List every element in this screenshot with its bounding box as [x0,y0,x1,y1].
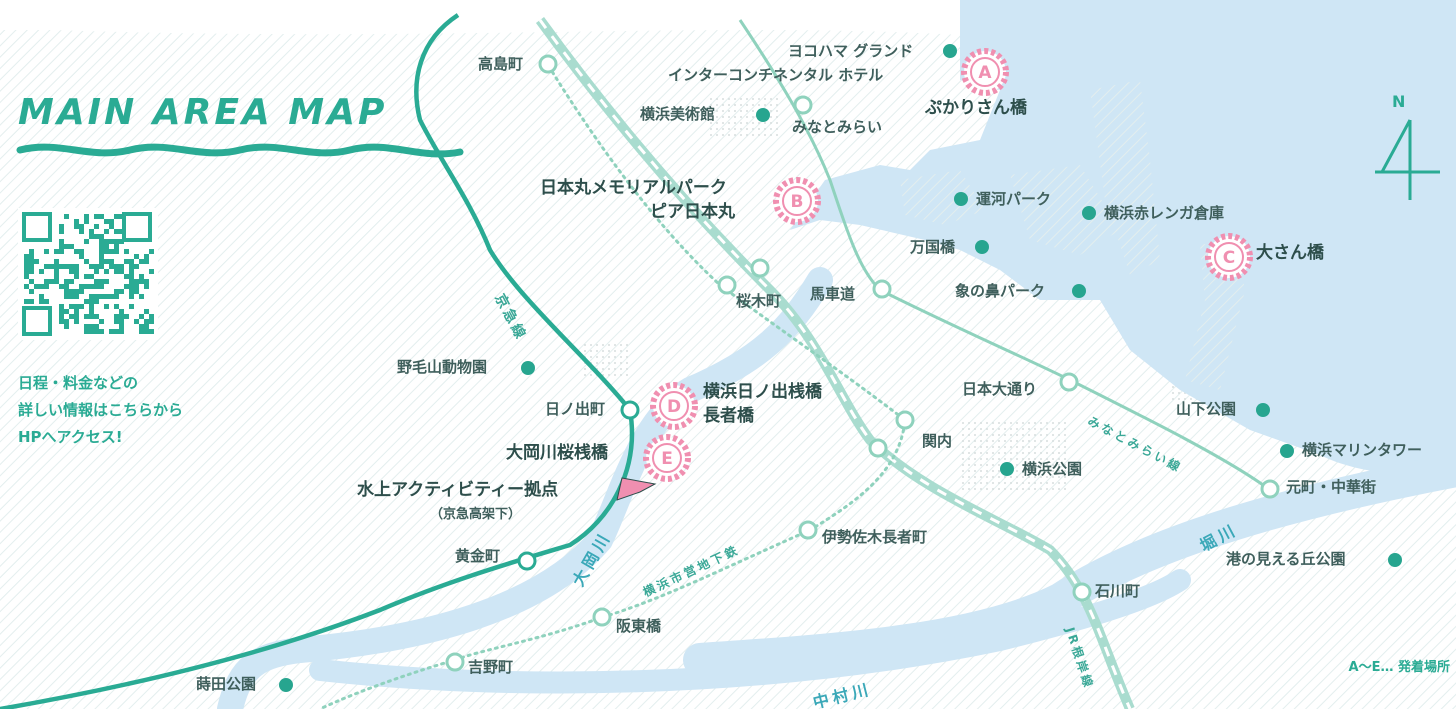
label-koganecho: 黄金町 [455,547,501,565]
pier-a-label: ぷかりさん橋 [925,98,1027,118]
label-isezakichoja: 伊勢佐木長者町 [822,528,928,546]
label-bankokubashi: 万国橋 [910,238,956,256]
station-yoshinocho [445,652,465,672]
label-yamashita-park: 山下公園 [1176,400,1237,418]
label-yokohama-park: 横浜公園 [1022,460,1083,478]
label-bandobashi: 阪東橋 [616,617,662,635]
pier-letter: C [1223,248,1235,268]
river-ooka [217,267,833,709]
station-minatomirai [793,95,813,115]
pier-badges: A B C D E [643,48,1253,482]
poi-dots [279,44,1402,692]
label-marine-tower: 横浜マリンタワー [1302,441,1423,459]
label-minatomirai: みなとみらい [792,118,883,136]
pier-badge-c: C [1205,233,1253,281]
label-minato-mieru: 港の見える丘公園 [1226,550,1346,568]
info-line: 詳しい情報はこちらから [18,401,184,419]
pier-c-label: 大さん橋 [1256,243,1324,263]
subway-line [318,58,907,709]
label-bashamichi: 馬車道 [810,285,856,303]
label-sakuragicho: 桜木町 [736,292,782,310]
pier-letter: B [791,192,804,212]
keikyu-stations [517,400,640,571]
station-nihon-odori [1059,372,1079,392]
station-bashamichi [872,279,892,299]
qr-code [18,208,158,340]
legend: A～E… 発着場所 [1348,660,1450,675]
activity-label: 水上アクティビティー拠点 [357,480,559,500]
pier-badge-e: E [643,434,691,482]
station-markers [445,54,1280,672]
pier-land [900,80,1245,390]
activity-sub-label: （京急高架下） [430,507,522,522]
station-kannai-2 [868,438,888,458]
label-ishikawacho: 石川町 [1095,582,1141,600]
station-kannai-1 [895,410,915,430]
pier-d-label: 横浜日ノ出桟橋 [703,382,822,402]
rivers [217,267,1456,709]
keikyu-line [0,13,635,709]
label-zounohana: 象の鼻パーク [955,282,1046,300]
top-white-band [0,0,960,35]
label-kannai: 関内 [922,432,953,450]
station-ishikawacho [1072,582,1092,602]
label-takashimacho: 高島町 [478,55,524,73]
station-takashimacho [538,54,558,74]
label-unga-park: 運河パーク [976,190,1052,208]
label-intercontinental: インターコンチネンタル ホテル [668,66,884,84]
station-motomachi [1260,479,1280,499]
label-yoshinocho: 吉野町 [468,658,514,676]
minatomirai-line [738,19,1271,492]
river-hori [683,453,1456,677]
pier-e-label: 大岡川桜桟橋 [506,443,608,463]
station-isezakichoja [798,520,818,540]
station-sakuragicho-2 [750,258,770,278]
north-arrow [1375,119,1440,200]
pier-d-label-2: 長者橋 [703,406,754,426]
title-underline [16,143,464,158]
station-koganecho [517,551,537,571]
info-text: 日程・料金などの 詳しい情報はこちらから HPへアクセス! [18,370,183,451]
label-nihon-odori: 日本大通り [962,380,1038,398]
river-nakamura [309,569,1191,694]
label-nogeyama-zoo: 野毛山動物園 [397,358,488,376]
activity-flag [616,477,657,501]
label-red-brick: 横浜赤レンガ倉庫 [1104,204,1225,222]
pier-badge-b: B [773,177,821,225]
pier-badge-d: D [650,382,698,430]
station-hinodecho [620,400,640,420]
pier-badge-a: A [961,48,1009,96]
pier-letter: D [667,397,681,417]
pier-letter: E [661,449,673,469]
jr-line-inner [538,19,1132,709]
station-bandobashi [592,607,612,627]
pier-b-label-2: ピア日本丸 [650,202,735,222]
info-line: HPへアクセス! [18,428,123,446]
label-maita-park: 蒔田公園 [196,675,257,693]
pier-letter: A [978,63,992,83]
info-line: 日程・料金などの [18,374,139,392]
label-motomachi: 元町・中華街 [1286,478,1377,496]
label-grand-hotel: ヨコハマ グランド [788,42,914,60]
page-title: MAIN AREA MAP [18,92,388,133]
label-hinodecho: 日ノ出町 [545,400,606,418]
north-label: N [1392,92,1406,111]
station-sakuragicho-1 [717,275,737,295]
label-museum: 横浜美術館 [640,105,716,123]
pier-b-label: 日本丸メモリアルパーク [540,178,727,198]
